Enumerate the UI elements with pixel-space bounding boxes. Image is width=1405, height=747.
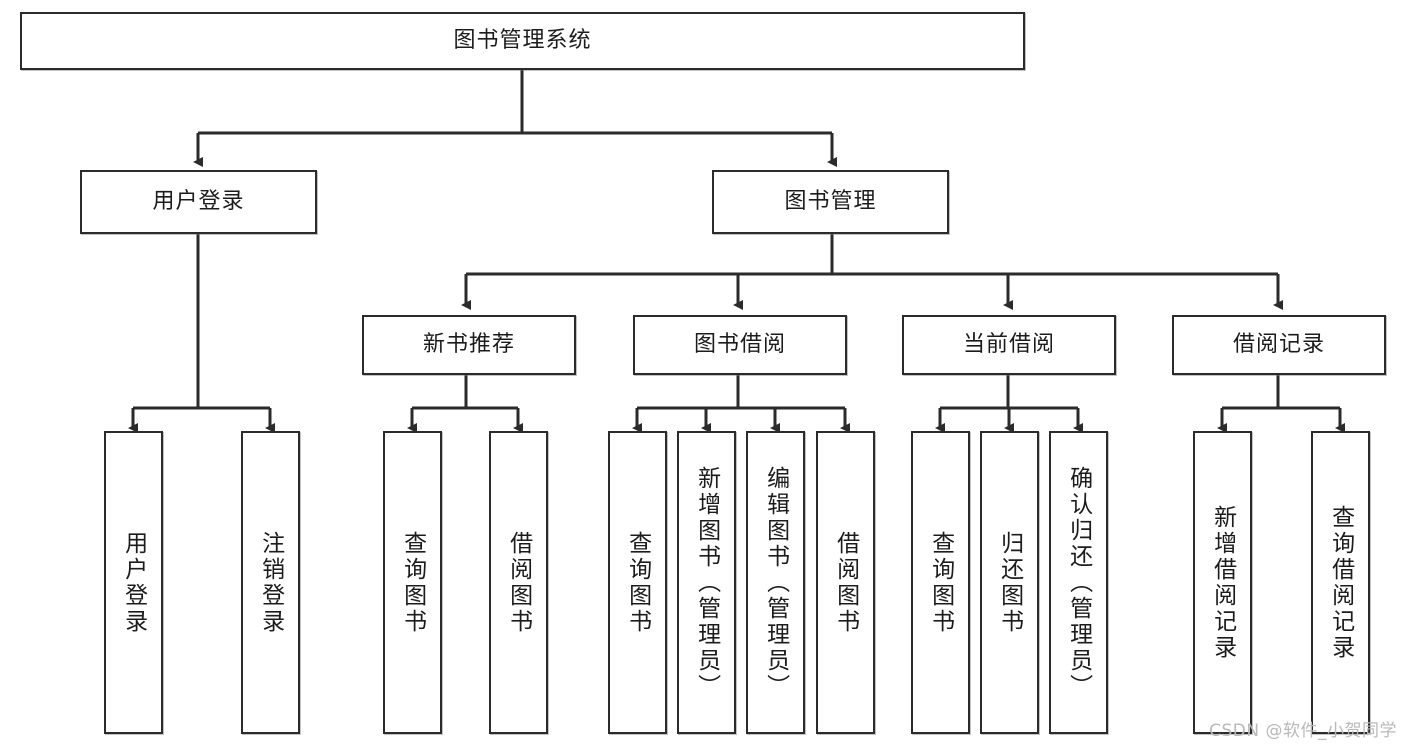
node-label: 查询图书: [624, 530, 651, 635]
node-book-management[interactable]: 图书管理: [712, 170, 949, 234]
node-leaf-borrow-book[interactable]: 借阅图书: [816, 431, 875, 734]
node-book-borrow[interactable]: 图书借阅: [633, 315, 847, 375]
node-leaf-edit-book[interactable]: 编辑图书（管理员）: [746, 431, 805, 734]
node-book-management-system[interactable]: 图书管理系统: [20, 12, 1025, 70]
node-label: 图书管理系统: [453, 28, 592, 54]
node-label: 归还图书: [996, 530, 1023, 635]
node-label: 查询借阅记录: [1327, 504, 1354, 661]
node-label: 新增图书（管理员）: [693, 465, 720, 700]
node-label: 借阅图书: [832, 530, 859, 635]
node-leaf-borrow-book-recommend[interactable]: 借阅图书: [489, 431, 548, 734]
node-leaf-return-book[interactable]: 归还图书: [980, 431, 1039, 734]
node-leaf-user-login[interactable]: 用户登录: [104, 431, 163, 734]
node-label: 用户登录: [152, 189, 245, 215]
node-leaf-query-book-borrow[interactable]: 查询图书: [608, 431, 667, 734]
node-current-borrow[interactable]: 当前借阅: [902, 315, 1116, 375]
node-leaf-query-book-recommend[interactable]: 查询图书: [383, 431, 442, 734]
node-new-book-recommend[interactable]: 新书推荐: [362, 315, 576, 375]
node-label: 借阅图书: [505, 530, 532, 635]
watermark-text: CSDN @软件_小贺同学: [1209, 721, 1397, 741]
node-leaf-query-book-current[interactable]: 查询图书: [911, 431, 970, 734]
node-user-login[interactable]: 用户登录: [80, 170, 317, 234]
node-label: 新增借阅记录: [1209, 504, 1236, 661]
node-label: 编辑图书（管理员）: [762, 465, 789, 700]
node-leaf-add-book[interactable]: 新增图书（管理员）: [677, 431, 736, 734]
node-leaf-confirm-return[interactable]: 确认归还（管理员）: [1049, 431, 1108, 734]
node-label: 新书推荐: [422, 332, 515, 358]
node-borrow-records[interactable]: 借阅记录: [1172, 315, 1386, 375]
node-label: 查询图书: [399, 530, 426, 635]
node-label: 用户登录: [120, 530, 147, 635]
node-label: 图书管理: [784, 189, 877, 215]
node-label: 注销登录: [257, 530, 284, 635]
node-leaf-add-borrow-record[interactable]: 新增借阅记录: [1193, 431, 1252, 734]
node-label: 当前借阅: [962, 332, 1055, 358]
node-label: 查询图书: [927, 530, 954, 635]
node-label: 确认归还（管理员）: [1065, 465, 1092, 700]
node-leaf-query-borrow-record[interactable]: 查询借阅记录: [1311, 431, 1370, 734]
node-leaf-logout[interactable]: 注销登录: [241, 431, 300, 734]
node-label: 借阅记录: [1232, 332, 1325, 358]
node-label: 图书借阅: [693, 332, 786, 358]
